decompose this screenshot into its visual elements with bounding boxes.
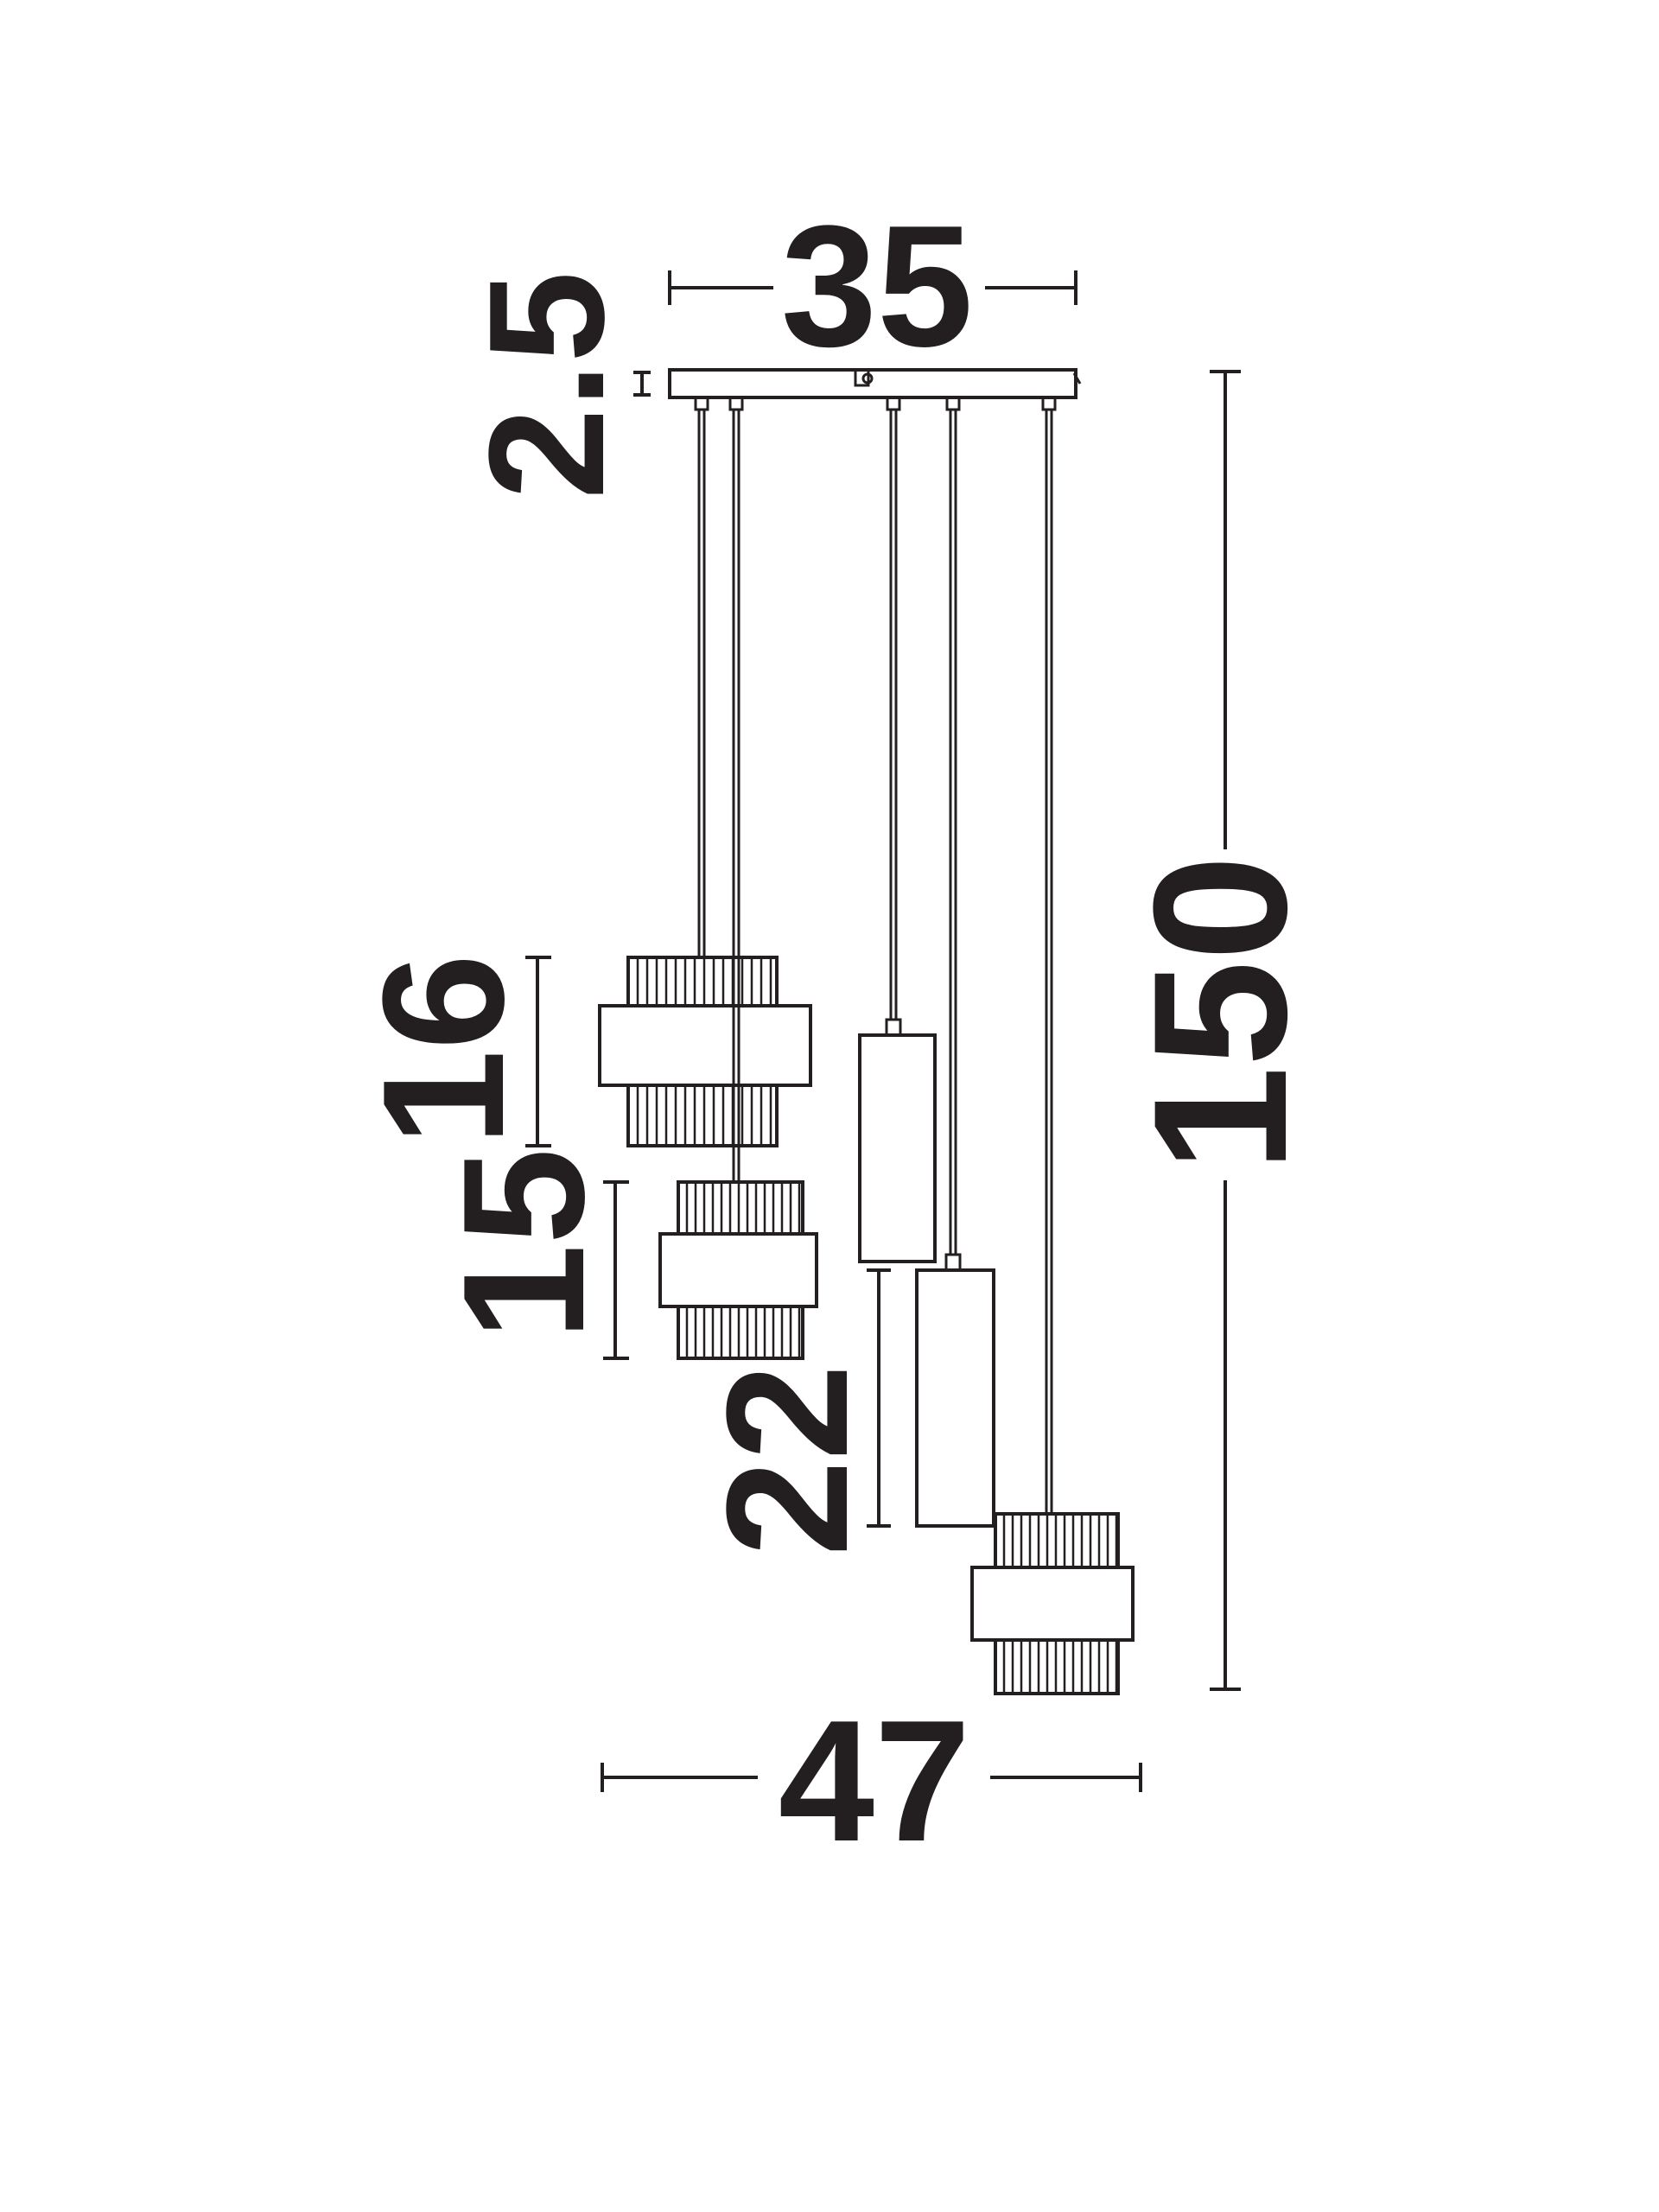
shade-a-height-label: 16 xyxy=(347,954,540,1146)
cylinder-pendant-b xyxy=(915,1253,995,1528)
suspension-cables xyxy=(697,410,1053,1514)
shade-b-height-label: 15 xyxy=(428,1148,620,1340)
shade-b-height-dimension-line xyxy=(603,1180,629,1360)
pendant-shade-a xyxy=(598,956,812,1147)
total-width-dimension-line xyxy=(601,1763,1142,1792)
top-width-dimension-line xyxy=(668,270,1077,305)
cylinder-pendant-a xyxy=(858,1018,937,1263)
total-width-label: 47 xyxy=(779,1685,970,1878)
total-height-dimension-line xyxy=(1210,370,1241,1691)
canopy-height-dimension-line xyxy=(633,371,651,397)
total-height-label: 150 xyxy=(1114,855,1326,1172)
pendant-shade-c xyxy=(970,1512,1135,1695)
pendant-shade-b xyxy=(658,1180,818,1360)
cable-connectors xyxy=(694,396,1057,411)
canopy xyxy=(668,368,1082,399)
shade-a-height-dimension-line xyxy=(525,956,551,1147)
top-width-label: 35 xyxy=(781,190,973,383)
cylinder-height-label: 22 xyxy=(691,1364,884,1556)
canopy-height-label: 2.5 xyxy=(455,271,639,499)
cylinder-height-dimension-line xyxy=(867,1268,891,1528)
